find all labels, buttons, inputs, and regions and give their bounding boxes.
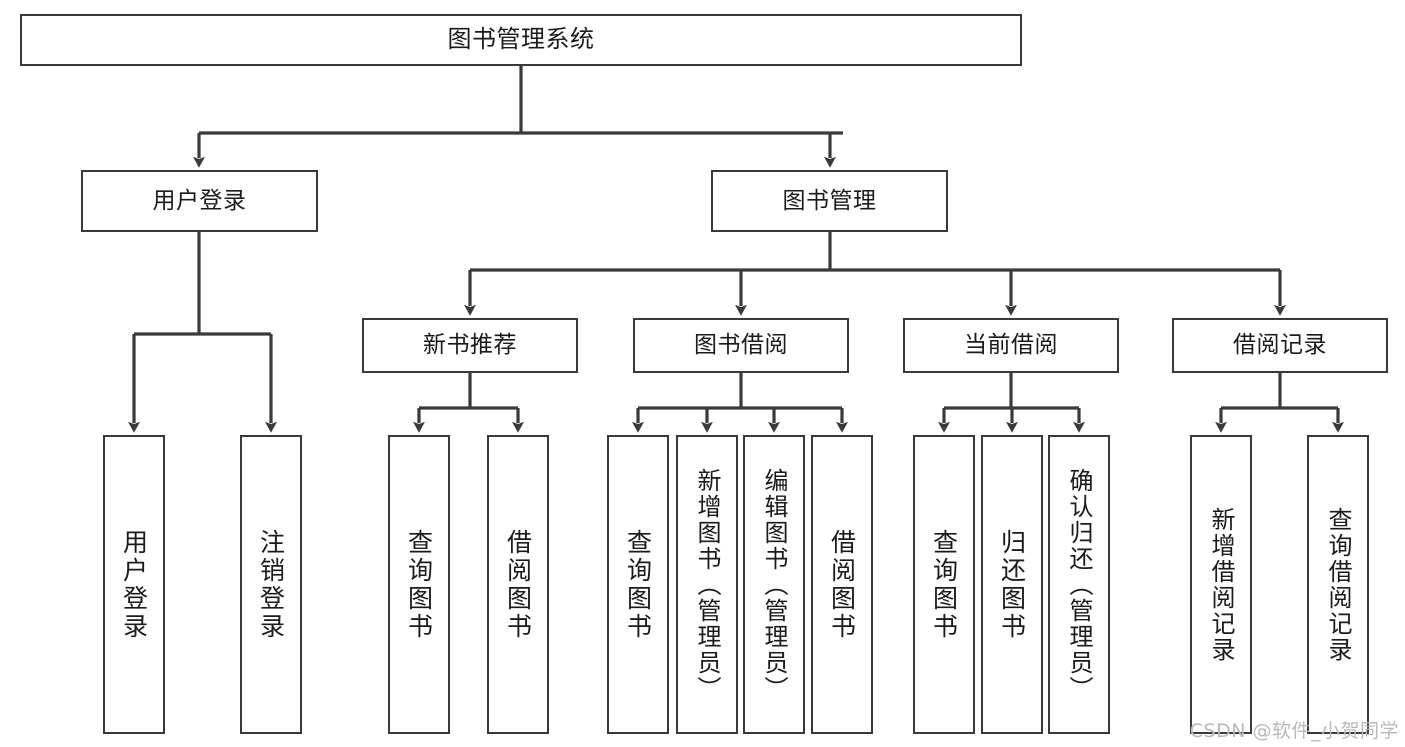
node-leaf-user-logout[interactable]: 注销登录 [240,435,302,734]
node-leaf-edit-book[interactable]: 编辑图书（管理员） [743,435,805,734]
node-book-manage-label: 图书管理 [782,187,877,214]
node-leaf-confirm-return-label: 确认归还（管理员） [1065,467,1093,702]
node-leaf-add-record-label: 新增借阅记录 [1207,506,1235,663]
node-leaf-query-book-rec-label: 查询图书 [404,528,434,641]
csdn-watermark: CSDN @软件_小贺同学 [1189,720,1399,742]
node-leaf-query-book-cur[interactable]: 查询图书 [913,435,975,734]
node-leaf-query-book-borrow-label: 查询图书 [623,528,653,641]
node-leaf-user-login-label: 用户登录 [119,528,149,641]
node-borrow-record-label: 借阅记录 [1233,332,1327,359]
node-new-book-rec[interactable]: 新书推荐 [362,318,578,373]
node-leaf-user-logout-label: 注销登录 [256,528,286,641]
node-leaf-borrow-book-rec[interactable]: 借阅图书 [487,435,549,734]
node-user-login[interactable]: 用户登录 [81,170,318,232]
node-leaf-add-book-label: 新增图书（管理员） [693,467,721,702]
node-leaf-return-book-label: 归还图书 [997,528,1027,641]
node-leaf-borrow-book-rec-label: 借阅图书 [503,528,533,641]
node-current-borrow[interactable]: 当前借阅 [903,318,1119,373]
node-borrow-record[interactable]: 借阅记录 [1172,318,1388,373]
node-book-borrow[interactable]: 图书借阅 [633,318,849,373]
node-leaf-confirm-return[interactable]: 确认归还（管理员） [1048,435,1110,734]
node-leaf-borrow-book[interactable]: 借阅图书 [811,435,873,734]
node-leaf-borrow-book-label: 借阅图书 [827,528,857,641]
node-current-borrow-label: 当前借阅 [964,332,1058,359]
node-book-borrow-label: 图书借阅 [694,332,788,359]
node-root[interactable]: 图书管理系统 [20,14,1022,66]
node-leaf-query-book-cur-label: 查询图书 [929,528,959,641]
node-leaf-edit-book-label: 编辑图书（管理员） [760,467,788,702]
node-leaf-add-book[interactable]: 新增图书（管理员） [676,435,738,734]
node-book-manage[interactable]: 图书管理 [711,170,948,232]
node-leaf-query-record-label: 查询借阅记录 [1324,506,1352,663]
node-leaf-add-record[interactable]: 新增借阅记录 [1190,435,1252,734]
node-new-book-rec-label: 新书推荐 [423,332,517,359]
node-leaf-query-record[interactable]: 查询借阅记录 [1307,435,1369,734]
node-root-label: 图书管理系统 [447,25,595,54]
node-leaf-query-book-borrow[interactable]: 查询图书 [607,435,669,734]
node-leaf-query-book-rec[interactable]: 查询图书 [388,435,450,734]
node-leaf-user-login[interactable]: 用户登录 [103,435,165,734]
node-user-login-label: 用户登录 [152,187,247,214]
node-leaf-return-book[interactable]: 归还图书 [981,435,1043,734]
